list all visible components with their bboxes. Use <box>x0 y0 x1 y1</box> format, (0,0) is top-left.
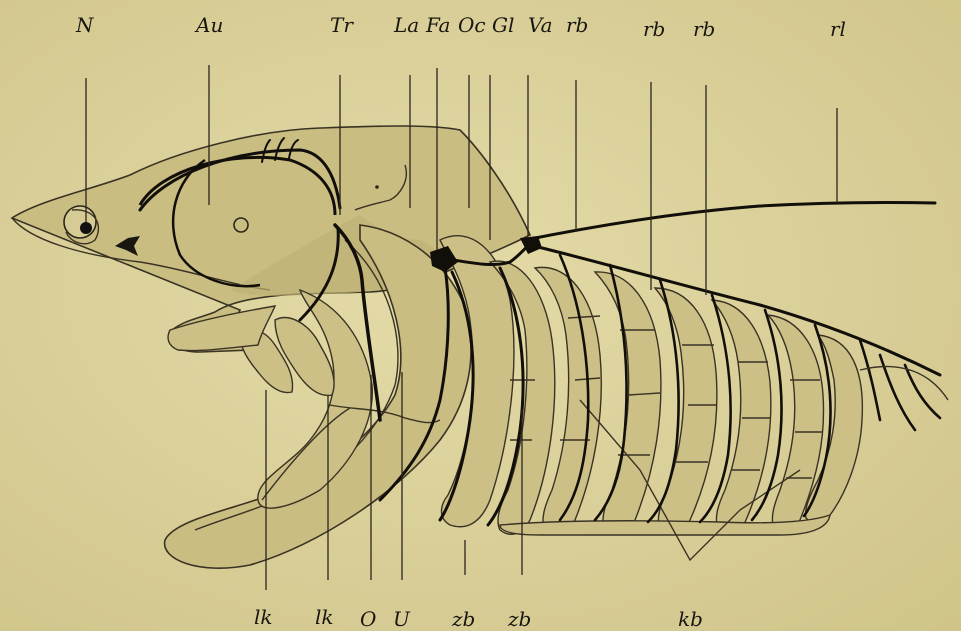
label-U: U <box>393 607 411 631</box>
label-Au: Au <box>194 13 223 37</box>
label-kb: kb <box>678 607 703 631</box>
label-La: La <box>393 13 419 37</box>
label-rb-2: rb <box>643 17 665 41</box>
labels-bottom: lk lk O U zb zb kb <box>254 605 703 631</box>
label-zb-2: zb <box>507 607 531 631</box>
label-rb-1: rb <box>566 13 588 37</box>
gill-arch-4 <box>595 272 661 534</box>
labels-top: N Au Tr La Fa Oc Gl Va rb rb rb rl <box>75 13 846 41</box>
label-O: O <box>360 607 376 631</box>
nasal-capsule-outer <box>64 206 96 238</box>
arch-segment-lines <box>510 316 822 478</box>
label-N: N <box>75 13 95 37</box>
label-rl: rl <box>830 17 846 41</box>
label-zb-1: zb <box>451 607 475 631</box>
label-Tr: Tr <box>330 13 354 37</box>
label-Va: Va <box>528 13 553 37</box>
nasal-capsule-inner <box>80 222 92 234</box>
occipital-dot <box>375 185 379 189</box>
label-Oc: Oc <box>458 13 486 37</box>
label-lk-2: lk <box>315 605 334 629</box>
label-Fa: Fa <box>425 13 450 37</box>
gill-arch-6 <box>712 300 771 533</box>
label-Gl: Gl <box>492 13 514 37</box>
label-rb-3: rb <box>693 17 715 41</box>
label-lk-1: lk <box>254 605 273 629</box>
lateral-nerve <box>525 202 935 240</box>
